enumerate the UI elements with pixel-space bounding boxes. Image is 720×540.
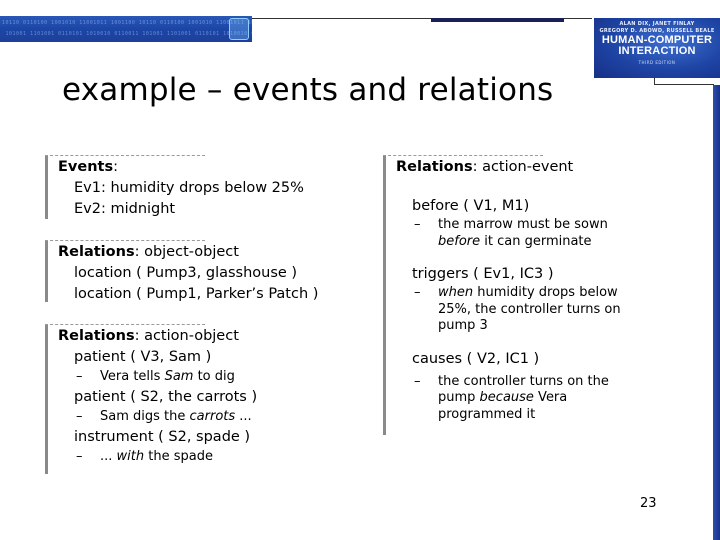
- note-text: to dig: [193, 369, 235, 384]
- relation-item: patient ( S2, the carrots ): [74, 389, 258, 405]
- note-text: Sam digs the: [100, 409, 190, 424]
- dash-bullet: –: [76, 369, 83, 384]
- header-banner: 10110 0110100 1001010 11001011 1001100 1…: [0, 16, 252, 42]
- heading-rest: :: [113, 159, 118, 175]
- page-number: 23: [640, 496, 657, 511]
- book-cover-logo: ALAN DIX, JANET FINLAY GREGORY D. ABOWD,…: [594, 18, 720, 78]
- right-side-banner: [713, 85, 720, 540]
- note-emphasis: with: [116, 449, 145, 464]
- book-edition: THIRD EDITION: [638, 60, 676, 65]
- relation-note: – Sam digs the carrots ...: [58, 409, 257, 425]
- relation-note: – ... with the spade: [58, 449, 257, 465]
- event-item: Ev1: humidity drops below 25%: [74, 180, 304, 196]
- dash-bullet: –: [414, 285, 421, 300]
- relation-note: – Vera tells Sam to dig: [58, 369, 257, 385]
- dash-bullet: –: [76, 409, 83, 424]
- book-authors: ALAN DIX, JANET FINLAY GREGORY D. ABOWD,…: [594, 21, 720, 35]
- dash-bullet: –: [76, 449, 83, 464]
- note-emphasis: before: [438, 233, 481, 249]
- slide-title: example – events and relations: [62, 72, 554, 108]
- book-title: HUMAN-COMPUTER INTERACTION: [594, 35, 720, 57]
- relation-item: location ( Pump3, glasshouse ): [74, 265, 298, 281]
- relations-heading: Relations: object-object: [58, 240, 318, 263]
- book-title-line-2: INTERACTION: [618, 45, 696, 57]
- note-text: the spade: [144, 449, 213, 464]
- note-emphasis: when: [438, 285, 474, 300]
- heading-rest: : object-object: [134, 244, 239, 260]
- relation-item: before ( V1, M1): [412, 198, 530, 214]
- relation-note: – when humidity drops below 25%, the con…: [396, 285, 638, 335]
- relation-item: triggers ( Ev1, IC3 ): [412, 266, 554, 282]
- note-text: it can germinate: [480, 233, 592, 249]
- relations-heading: Relations: action-object: [58, 324, 257, 347]
- note-emphasis: carrots: [189, 409, 236, 424]
- authors-line-1: ALAN DIX, JANET FINLAY: [619, 21, 695, 27]
- relation-item: patient ( V3, Sam ): [74, 349, 212, 365]
- dash-bullet: –: [414, 217, 421, 232]
- cover-connector-horizontal: [654, 84, 714, 85]
- note-text: ...: [100, 449, 117, 464]
- binary-pattern: 10110 0110100 1001010 11001011 1001100 1…: [2, 20, 252, 37]
- relation-item: instrument ( S2, spade ): [74, 429, 251, 445]
- relation-item: location ( Pump1, Parker’s Patch ): [74, 286, 319, 302]
- relation-note: – the controller turns on the pump becau…: [396, 374, 638, 424]
- relations-heading: Relations: action-event: [396, 155, 676, 178]
- note-text: the controller turns on the pump: [438, 373, 609, 406]
- heading-bold: Relations: [58, 244, 135, 260]
- note-emphasis: Sam: [164, 369, 194, 384]
- heading-bold: Events: [58, 159, 114, 175]
- note-text: the marrow must be sown: [438, 217, 608, 232]
- relation-item: causes ( V2, IC1 ): [412, 350, 540, 367]
- events-heading: Events:: [58, 155, 304, 178]
- object-object-relations-block: Relations: object-object location ( Pump…: [45, 240, 318, 302]
- dash-bullet: –: [414, 373, 421, 389]
- heading-bold: Relations: [58, 328, 135, 344]
- book-title-line-1: HUMAN-COMPUTER: [601, 34, 713, 46]
- event-item: Ev2: midnight: [74, 201, 176, 217]
- events-block: Events: Ev1: humidity drops below 25% Ev…: [45, 155, 304, 219]
- header-accent-bar: [431, 18, 564, 22]
- note-text: ...: [235, 409, 252, 424]
- action-object-relations-block: Relations: action-object patient ( V3, S…: [45, 324, 257, 474]
- heading-bold: Relations: [396, 159, 473, 175]
- heading-rest: : action-object: [134, 328, 239, 344]
- note-emphasis: because: [479, 390, 534, 405]
- note-text: Vera tells: [100, 369, 165, 384]
- cover-connector-vertical: [654, 78, 655, 85]
- heading-rest: : action-event: [472, 159, 574, 175]
- note-text: Vera programmed it: [438, 390, 568, 422]
- header-rule: [252, 18, 592, 19]
- chip-icon: [229, 18, 249, 40]
- note-text: humidity drops below 25%, the controller…: [438, 285, 621, 333]
- authors-line-2: GREGORY D. ABOWD, RUSSELL BEALE: [599, 28, 715, 34]
- action-event-relations-block: Relations: action-event before ( V1, M1)…: [383, 155, 676, 435]
